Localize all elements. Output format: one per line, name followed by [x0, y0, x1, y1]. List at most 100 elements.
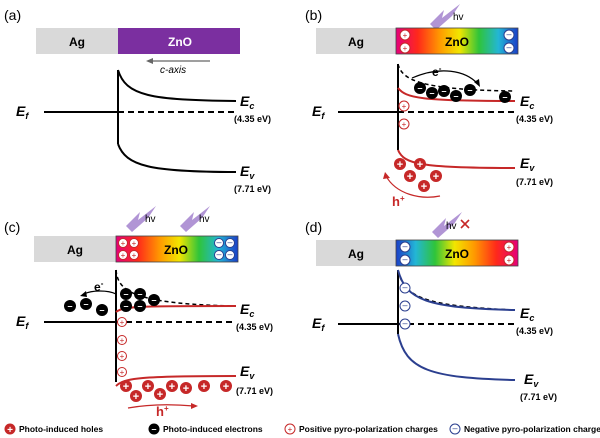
panel-a-ag-block	[36, 28, 118, 54]
panel-d-negative-interface: – – –	[399, 282, 411, 330]
panel-d-ag-block	[316, 240, 396, 266]
panel-b-ev-value: (7.71 eV)	[516, 177, 553, 187]
svg-text:–: –	[417, 83, 422, 93]
panel-b-holes: + + + + +	[394, 158, 442, 193]
svg-text:–: –	[429, 88, 434, 98]
panel-b-ec-curve	[397, 87, 516, 102]
panel-b-ev-label: Ev	[520, 155, 535, 173]
svg-text:–: –	[137, 301, 142, 311]
svg-text:+: +	[397, 159, 403, 171]
svg-text:+: +	[402, 120, 407, 129]
svg-text:+: +	[120, 318, 125, 327]
panel-c-ev-label: Ev	[240, 363, 255, 381]
panel-b-hv-label: hv	[453, 12, 464, 23]
panel-a-label: (a)	[4, 7, 21, 23]
panel-b: (b) hv Ag ZnO + + – – + + – – – –	[305, 4, 553, 209]
panel-b-zno-label: ZnO	[445, 35, 469, 49]
svg-text:–: –	[467, 85, 472, 95]
svg-text:–: –	[502, 92, 507, 102]
legend-holes-label: Photo-induced holes	[19, 424, 103, 434]
svg-text:+: +	[120, 352, 125, 361]
panel-c-zno-label: ZnO	[164, 243, 188, 257]
svg-text:+: +	[201, 381, 207, 393]
panel-d-ev-curve	[397, 333, 516, 381]
legend-negative-label: Negative pyro-polarization charges	[464, 424, 600, 434]
panel-b-electron-arrow	[411, 70, 479, 85]
panel-c-electrons: – – – – – – – –	[64, 288, 160, 316]
svg-text:–: –	[123, 301, 128, 311]
panel-a-zno-label: ZnO	[168, 35, 192, 49]
svg-text:+: +	[120, 368, 125, 377]
panel-a-caxis-arrowhead	[146, 58, 153, 64]
legend-positive: + Positive pyro-polarization charges	[284, 423, 438, 435]
panel-d-ev-label: Ev	[524, 371, 539, 389]
panel-d-ef-label: Ef	[312, 315, 325, 333]
panel-b-ag-label: Ag	[348, 35, 364, 49]
panel-d-positive-charges: + +	[503, 241, 515, 266]
panel-b-hole-label: h+	[392, 194, 405, 209]
panel-d-ec-value: (4.35 eV)	[516, 326, 553, 336]
svg-text:+: +	[183, 383, 189, 395]
panel-d-hv-label: hv	[446, 221, 457, 232]
panel-b-electron-label: e-	[432, 64, 442, 79]
panel-d-zno-block	[395, 239, 519, 267]
panel-c-electron-arrowhead	[80, 291, 87, 297]
svg-text:–: –	[137, 289, 142, 299]
panel-d-ec-curve	[397, 269, 516, 311]
svg-text:+: +	[507, 243, 512, 252]
panel-b-positive-interface: + +	[398, 100, 410, 130]
panel-d-ec-dashed	[397, 269, 516, 311]
panel-b-electron-arrowhead	[474, 79, 480, 87]
svg-text:–: –	[99, 305, 104, 315]
panel-c-hole-arrow	[127, 404, 195, 409]
panel-c-positive-charges: + + + +	[118, 238, 139, 260]
legend: + Photo-induced holes – Photo-induced el…	[4, 423, 600, 436]
svg-text:–: –	[402, 318, 407, 328]
panel-a-zno-block	[118, 28, 240, 54]
hole-icon	[4, 423, 16, 435]
legend-holes: + Photo-induced holes	[4, 423, 103, 436]
svg-text:+: +	[407, 171, 413, 183]
svg-text:+: +	[120, 336, 125, 345]
svg-text:+: +	[132, 239, 137, 248]
negative-charge-icon	[449, 423, 461, 435]
svg-text:–: –	[151, 295, 156, 305]
svg-text:–: –	[506, 42, 511, 52]
svg-text:–: –	[83, 299, 88, 309]
svg-text:+: +	[288, 425, 293, 434]
svg-text:–: –	[402, 282, 407, 292]
panel-a-ef-label: Ef	[16, 103, 29, 121]
svg-text:+: +	[132, 251, 137, 260]
svg-text:–: –	[402, 241, 407, 251]
panel-b-zno-block	[395, 27, 519, 55]
panel-c-holes: + + + + + + + +	[120, 380, 232, 403]
svg-text:+: +	[403, 44, 408, 53]
panel-c-hole-arrowhead	[191, 403, 198, 409]
panel-c-electron-label: e-	[94, 279, 104, 294]
panel-d-zno-label: ZnO	[445, 247, 469, 261]
svg-text:+: +	[433, 171, 439, 183]
panel-c-ec-dashed	[115, 269, 237, 307]
legend-electrons-label: Photo-induced electrons	[163, 424, 263, 434]
svg-text:–: –	[216, 249, 221, 259]
panel-c-ec-label: Ec	[240, 301, 254, 319]
panel-c-ag-label: Ag	[67, 243, 83, 257]
svg-text:–: –	[453, 91, 458, 101]
panel-b-ef-label: Ef	[312, 103, 325, 121]
panel-b-label: (b)	[305, 7, 322, 23]
svg-text:+: +	[121, 239, 126, 248]
panel-a-ev-label: Ev	[240, 163, 255, 181]
panel-c-hole-label: h+	[156, 404, 169, 419]
svg-text:–: –	[151, 424, 156, 434]
svg-text:+: +	[417, 159, 423, 171]
svg-text:+: +	[421, 181, 427, 193]
svg-text:–: –	[402, 300, 407, 310]
panel-d-hv-blocked-icon	[460, 219, 470, 229]
svg-text:–: –	[441, 86, 446, 96]
panel-a-ec-label: Ec	[240, 93, 254, 111]
panel-d-ev-value: (7.71 eV)	[520, 392, 557, 402]
electron-icon	[148, 423, 160, 435]
panel-a-ev-curve	[117, 143, 237, 173]
panel-b-ag-block	[316, 28, 396, 54]
